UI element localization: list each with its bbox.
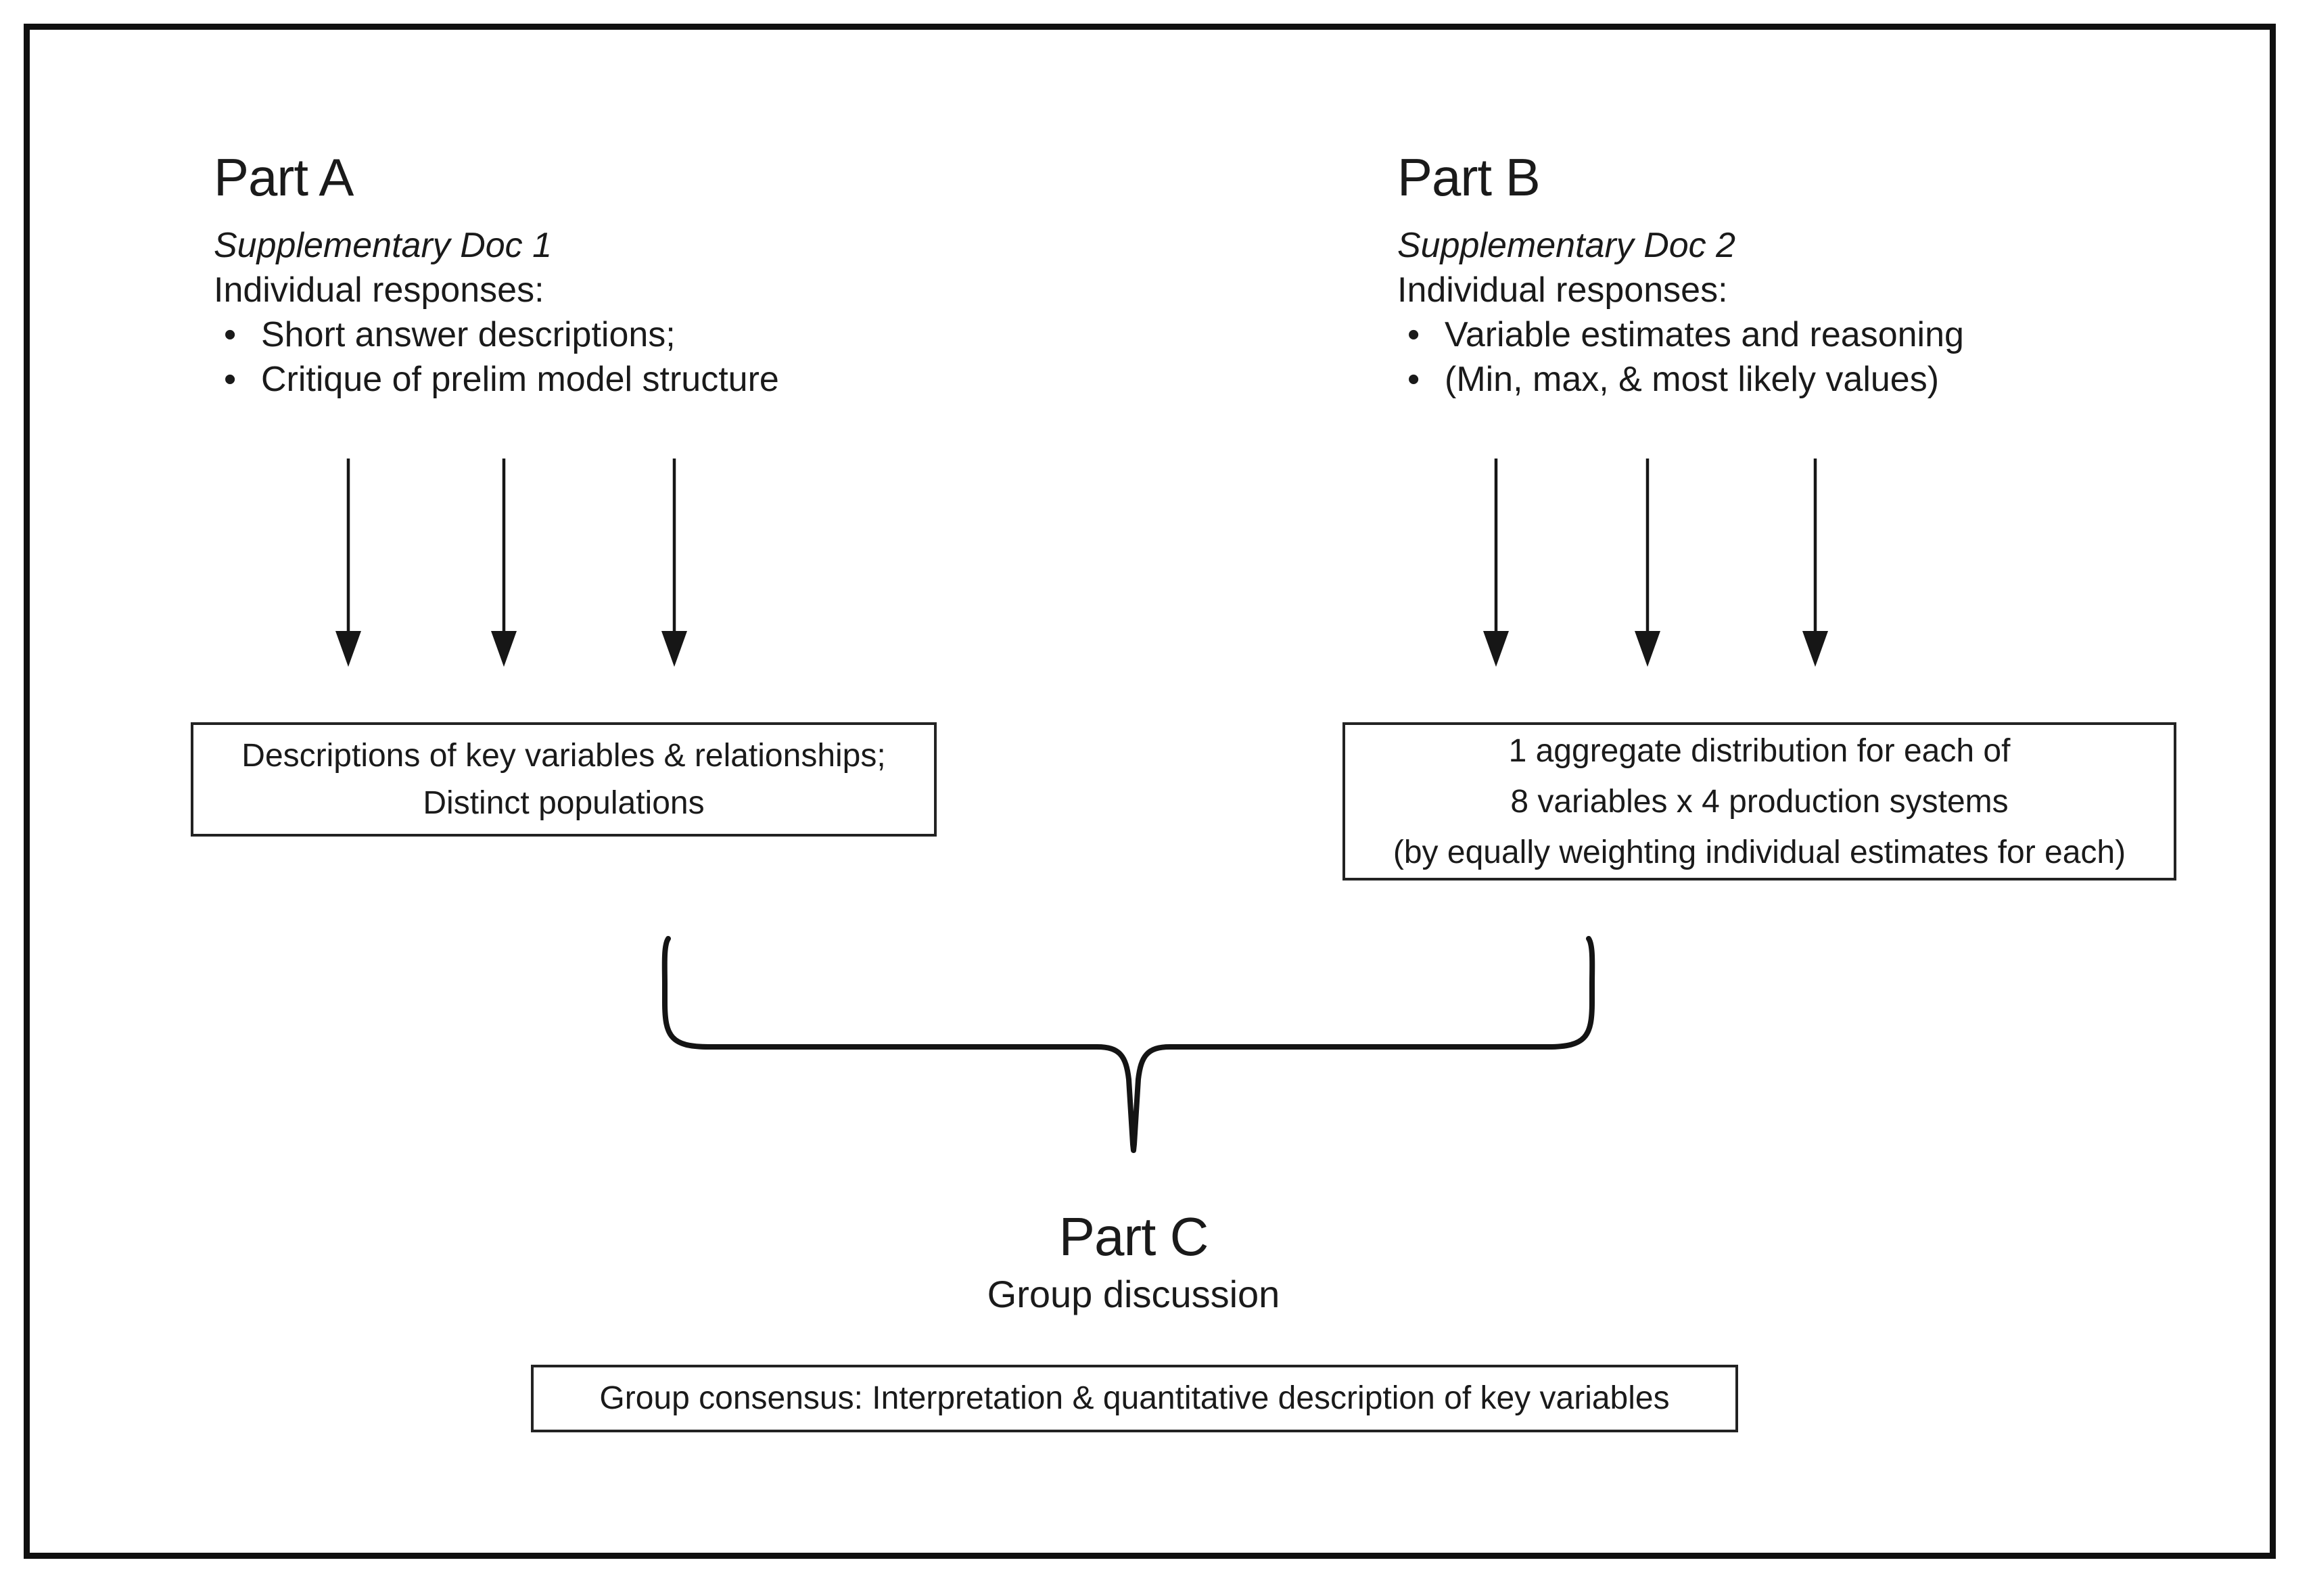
- part-c-box-line-1: Group consensus: Interpretation & quanti…: [599, 1380, 1670, 1416]
- part-a-box-line-2: Distinct populations: [423, 784, 705, 821]
- part-a-bullet-1: • Short answer descriptions;: [214, 312, 1228, 357]
- part-a-bullet-2-text: Critique of prelim model structure: [261, 360, 779, 399]
- part-c-subtitle: Group discussion: [987, 1273, 1280, 1315]
- outer-border: [24, 24, 2276, 1559]
- part-b-bullet-1: • Variable estimates and reasoning: [1397, 312, 2313, 357]
- part-c-section: Part C Group discussion: [795, 1206, 1472, 1319]
- bullet-icon: •: [224, 360, 237, 399]
- part-b-subtitle: Supplementary Doc 2: [1397, 226, 1736, 265]
- part-b-bullet-2: • (Min, max, & most likely values): [1397, 357, 2313, 402]
- part-a-box-line-1: Descriptions of key variables & relation…: [241, 737, 886, 774]
- part-c-output-box: Group consensus: Interpretation & quanti…: [531, 1365, 1738, 1432]
- part-a-title: Part A: [214, 147, 354, 207]
- bullet-icon: •: [1407, 360, 1420, 399]
- part-a-output-box: Descriptions of key variables & relation…: [191, 722, 937, 837]
- part-b-box-line-3: (by equally weighting individual estimat…: [1393, 834, 2126, 870]
- part-b-output-box: 1 aggregate distribution for each of 8 v…: [1342, 722, 2176, 881]
- part-a-intro: Individual responses:: [214, 271, 544, 310]
- part-a-bullet-1-text: Short answer descriptions;: [261, 315, 676, 354]
- part-b-bullet-1-text: Variable estimates and reasoning: [1445, 315, 1964, 354]
- part-b-box-line-2: 8 variables x 4 production systems: [1510, 783, 2009, 820]
- part-a-bullet-2: • Critique of prelim model structure: [214, 357, 1228, 402]
- part-b-section: Part B Supplementary Doc 2 Individual re…: [1397, 147, 2313, 402]
- part-b-box-line-1: 1 aggregate distribution for each of: [1508, 732, 2011, 769]
- part-b-bullet-2-text: (Min, max, & most likely values): [1445, 360, 1940, 399]
- bullet-icon: •: [224, 315, 237, 354]
- part-b-intro: Individual responses:: [1397, 271, 1728, 310]
- part-c-title: Part C: [1058, 1206, 1209, 1267]
- part-a-section: Part A Supplementary Doc 1 Individual re…: [214, 147, 1228, 402]
- bullet-icon: •: [1407, 315, 1420, 354]
- part-b-title: Part B: [1397, 147, 1541, 207]
- part-a-subtitle: Supplementary Doc 1: [214, 226, 553, 265]
